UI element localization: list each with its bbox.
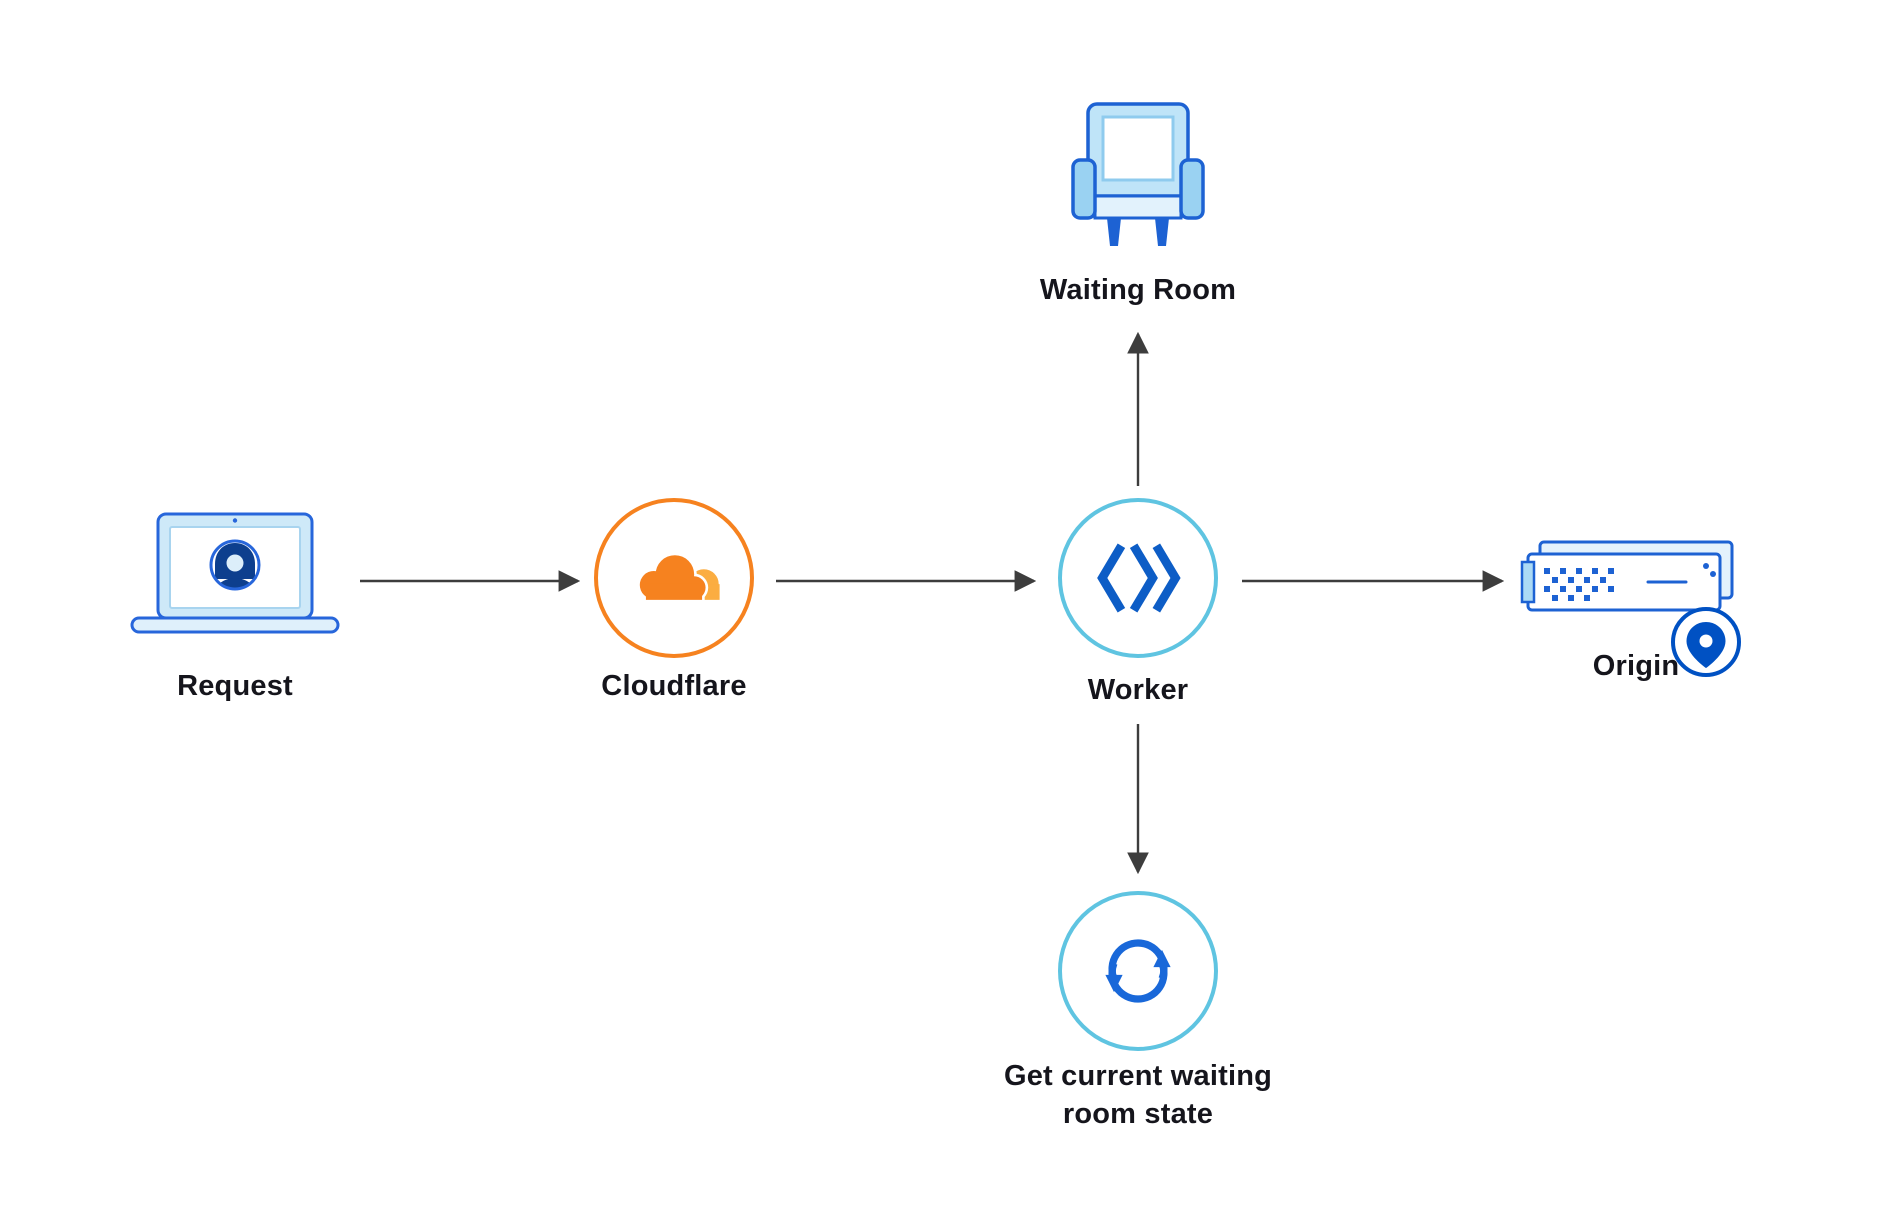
node-request-label: Request bbox=[177, 670, 293, 702]
node-waiting-room-label: Waiting Room bbox=[1039, 274, 1237, 306]
node-cloudflare bbox=[594, 498, 754, 658]
node-origin bbox=[1520, 538, 1752, 685]
node-worker bbox=[1058, 498, 1218, 658]
node-worker-label: Worker bbox=[1087, 674, 1189, 706]
node-cloudflare-label: Cloudflare bbox=[601, 670, 747, 702]
chair-icon bbox=[1071, 102, 1205, 246]
workers-logo bbox=[1097, 543, 1181, 613]
node-request bbox=[130, 512, 340, 652]
node-get-state-label: Get current waiting room state bbox=[1003, 1060, 1273, 1130]
laptop-user-icon bbox=[130, 512, 340, 634]
node-get-state bbox=[1058, 891, 1218, 1051]
server-location-icon bbox=[1520, 540, 1741, 677]
node-waiting-room bbox=[1063, 100, 1213, 265]
cloudflare-logo bbox=[617, 552, 731, 618]
node-origin-label: Origin bbox=[1592, 650, 1680, 682]
sync-icon bbox=[1105, 939, 1171, 1003]
